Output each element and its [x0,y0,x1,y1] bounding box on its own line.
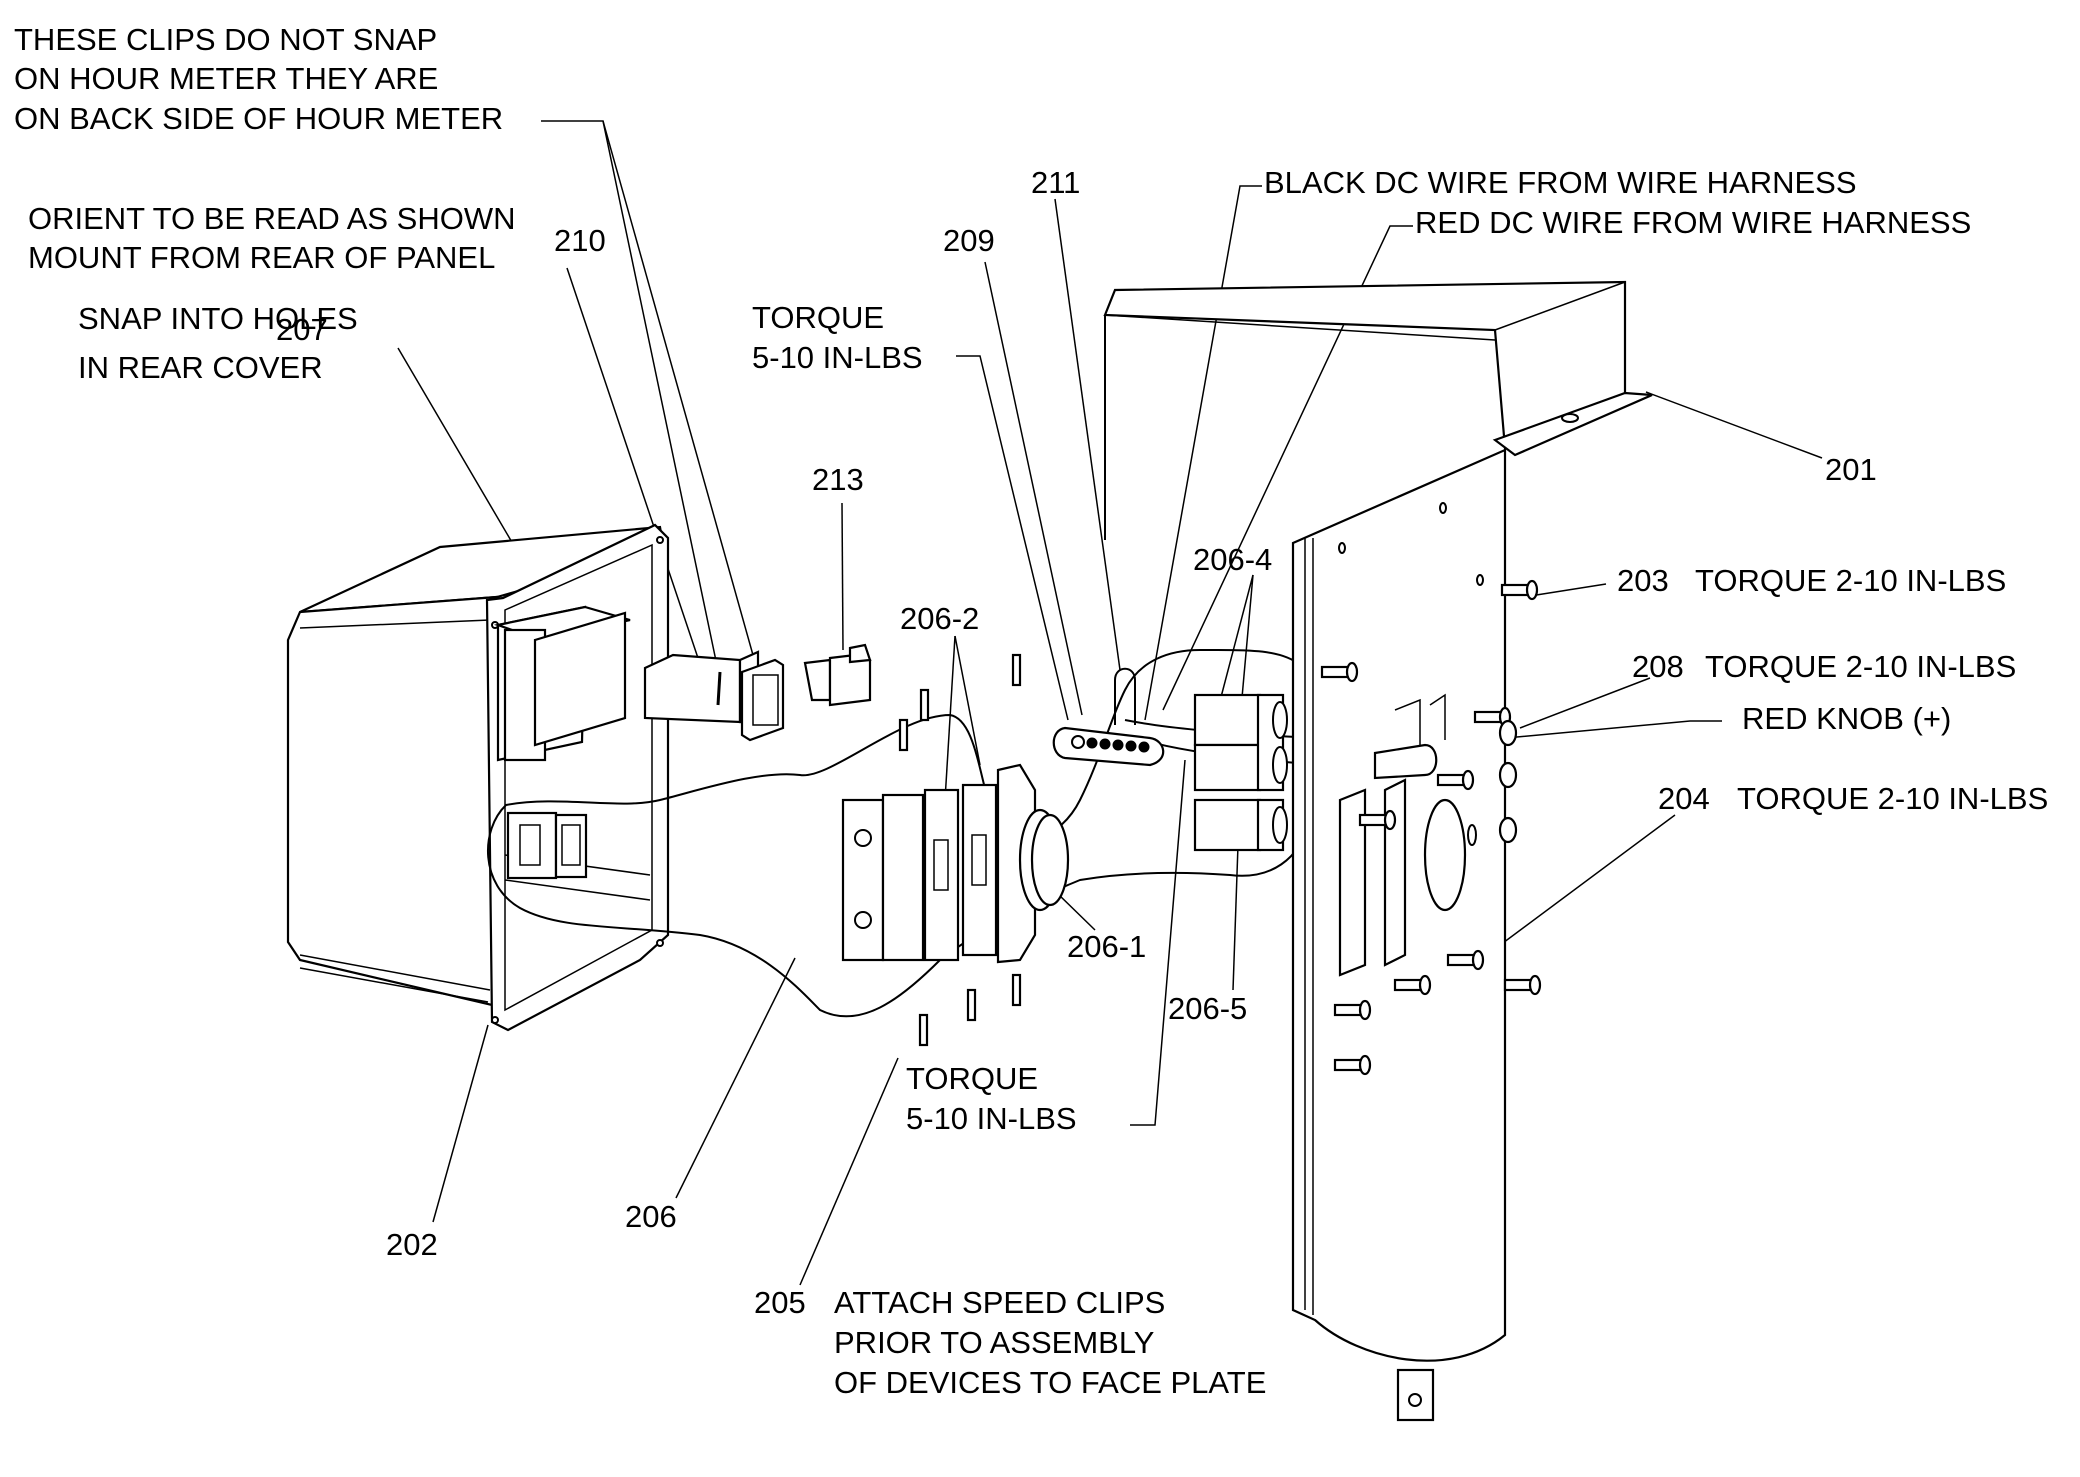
part-206-wire-harness [487,648,1441,1018]
leader-210 [566,267,703,671]
note-speed-clips-line-1: ATTACH SPEED CLIPS [834,1285,1165,1320]
callout-206: 206 [625,1199,677,1234]
note-torque-bottom-line-2: 5-10 IN-LBS [906,1101,1077,1136]
note-speed-clips-line-2: PRIOR TO ASSEMBLY [834,1325,1154,1360]
callout-210: 210 [554,223,606,258]
leader-206-2-a [954,635,981,766]
note-torque-top-line-1: TORQUE [752,300,884,335]
leader-209 [984,261,1083,716]
part-210-hour-meter [643,650,785,742]
note-snap-line-2: IN REAR COVER [78,350,323,385]
part-207-module [493,605,631,762]
note-speed-clips-line-3: OF DEVICES TO FACE PLATE [834,1365,1266,1400]
leader-206-2-b [944,635,956,801]
note-red-knob: RED KNOB (+) [1742,701,1951,736]
part-connector-block [506,811,588,880]
part-208-knobs [1373,693,1518,844]
leader-213 [841,502,844,651]
callout-206-4: 206-4 [1193,542,1272,577]
leader-208 [1519,677,1651,729]
note-red-dc-wire: RED DC WIRE FROM WIRE HARNESS [1415,205,1971,240]
part-213-switch [803,643,872,707]
note-orient: ORIENT TO BE READ AS SHOWN MOUNT FROM RE… [28,201,516,275]
part-203-screws [1320,579,1539,831]
leader-torque-top [956,355,1069,721]
callout-209: 209 [943,223,995,258]
callout-203: 203 [1617,563,1669,598]
leader-203 [1529,583,1607,597]
callout-204-note: TORQUE 2-10 IN-LBS [1737,781,2048,816]
part-201-face-plate [1103,280,1653,1422]
part-202-rear-cover [286,523,670,1032]
leader-lines [397,120,1823,1286]
leader-204 [1479,814,1676,961]
note-speed-clips: ATTACH SPEED CLIPS PRIOR TO ASSEMBLY OF … [834,1285,1266,1400]
note-clips-line-3: ON BACK SIDE OF HOUR METER [14,101,503,136]
callout-204: 204 [1658,781,1710,816]
callout-208-note: TORQUE 2-10 IN-LBS [1705,649,2016,684]
leader-black-wire [1144,185,1262,721]
note-clips-line-1: THESE CLIPS DO NOT SNAP [14,22,437,57]
leader-201 [1645,391,1823,459]
callout-206-5: 206-5 [1168,991,1247,1026]
callout-203-note: TORQUE 2-10 IN-LBS [1695,563,2006,598]
note-clips: THESE CLIPS DO NOT SNAP ON HOUR METER TH… [14,22,503,136]
note-torque-bottom: TORQUE 5-10 IN-LBS [906,1061,1077,1136]
leader-205 [799,1057,899,1286]
part-204-screws [1333,949,1542,1076]
leader-206-5 [1232,844,1239,991]
note-snap-line-1: SNAP INTO HOLES [78,301,358,336]
leader-211 [1054,198,1121,671]
note-black-dc-wire: BLACK DC WIRE FROM WIRE HARNESS [1264,165,1857,200]
part-206-4-breakers [1193,693,1288,792]
note-orient-line-1: ORIENT TO BE READ AS SHOWN [28,201,516,236]
callout-208: 208 [1632,649,1684,684]
part-206-1-receptacle [1018,808,1070,912]
note-torque-top-line-2: 5-10 IN-LBS [752,340,923,375]
callout-207: 207 [276,312,328,347]
callout-206-2: 206-2 [900,601,979,636]
leader-torque-bottom [1130,759,1186,1126]
callout-206-1: 206-1 [1067,929,1146,964]
leader-red-wire [1162,225,1413,711]
note-orient-line-2: MOUNT FROM REAR OF PANEL [28,240,495,275]
note-clips-line-2: ON HOUR METER THEY ARE [14,61,438,96]
part-205-speed-clips [898,653,1022,1047]
note-torque-top: TORQUE 5-10 IN-LBS [752,300,923,375]
callout-213: 213 [812,462,864,497]
part-206-5-breaker [1193,798,1288,852]
callout-201: 201 [1825,452,1877,487]
note-torque-bottom-line-1: TORQUE [906,1061,1038,1096]
leader-clips-b [602,120,761,681]
note-snap: SNAP INTO HOLES IN REAR COVER [78,301,358,385]
leader-206 [675,957,796,1199]
part-206-2-outlets [841,763,1037,964]
callout-211: 211 [1031,165,1080,200]
callout-205: 205 [754,1285,806,1320]
callout-202: 202 [386,1227,438,1262]
leader-202 [432,1024,489,1223]
